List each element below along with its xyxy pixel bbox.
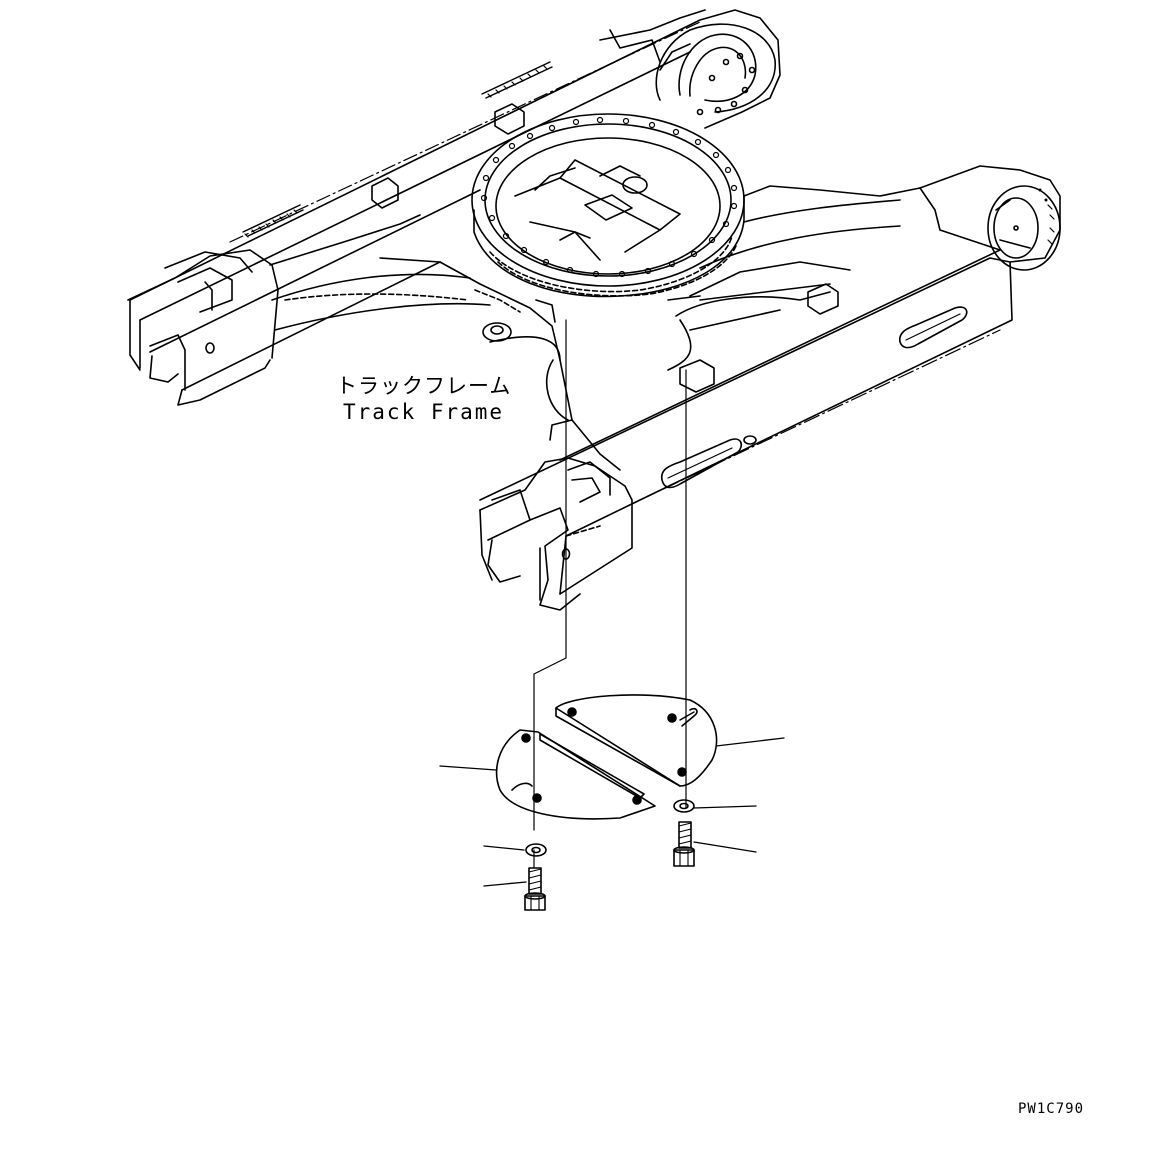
bolt-left — [524, 867, 546, 911]
leader-washer-left — [483, 845, 525, 851]
figure-code: PW1C790 — [1018, 1101, 1085, 1117]
center-frame — [269, 185, 921, 421]
cover-plate-right — [555, 694, 718, 787]
part-label-japanese: トラックフレーム — [336, 374, 512, 398]
washer-right — [673, 799, 695, 813]
track-frame — [127, 9, 1061, 611]
right-side-frame — [479, 165, 1061, 611]
callout-leaders — [439, 737, 785, 887]
leader-washer-right — [693, 805, 757, 809]
part-label-english: Track Frame — [343, 400, 505, 424]
leader-cover-right — [715, 737, 785, 747]
washer-left — [525, 843, 547, 857]
leader-cover-left — [439, 765, 497, 771]
cover-plate-left — [495, 729, 656, 820]
left-side-frame — [127, 9, 781, 406]
swing-circle — [471, 113, 745, 298]
bolt-right — [673, 821, 695, 867]
leader-bolt-right — [693, 841, 757, 853]
leader-bolt-left — [483, 881, 527, 887]
assembly-lines — [533, 319, 687, 869]
